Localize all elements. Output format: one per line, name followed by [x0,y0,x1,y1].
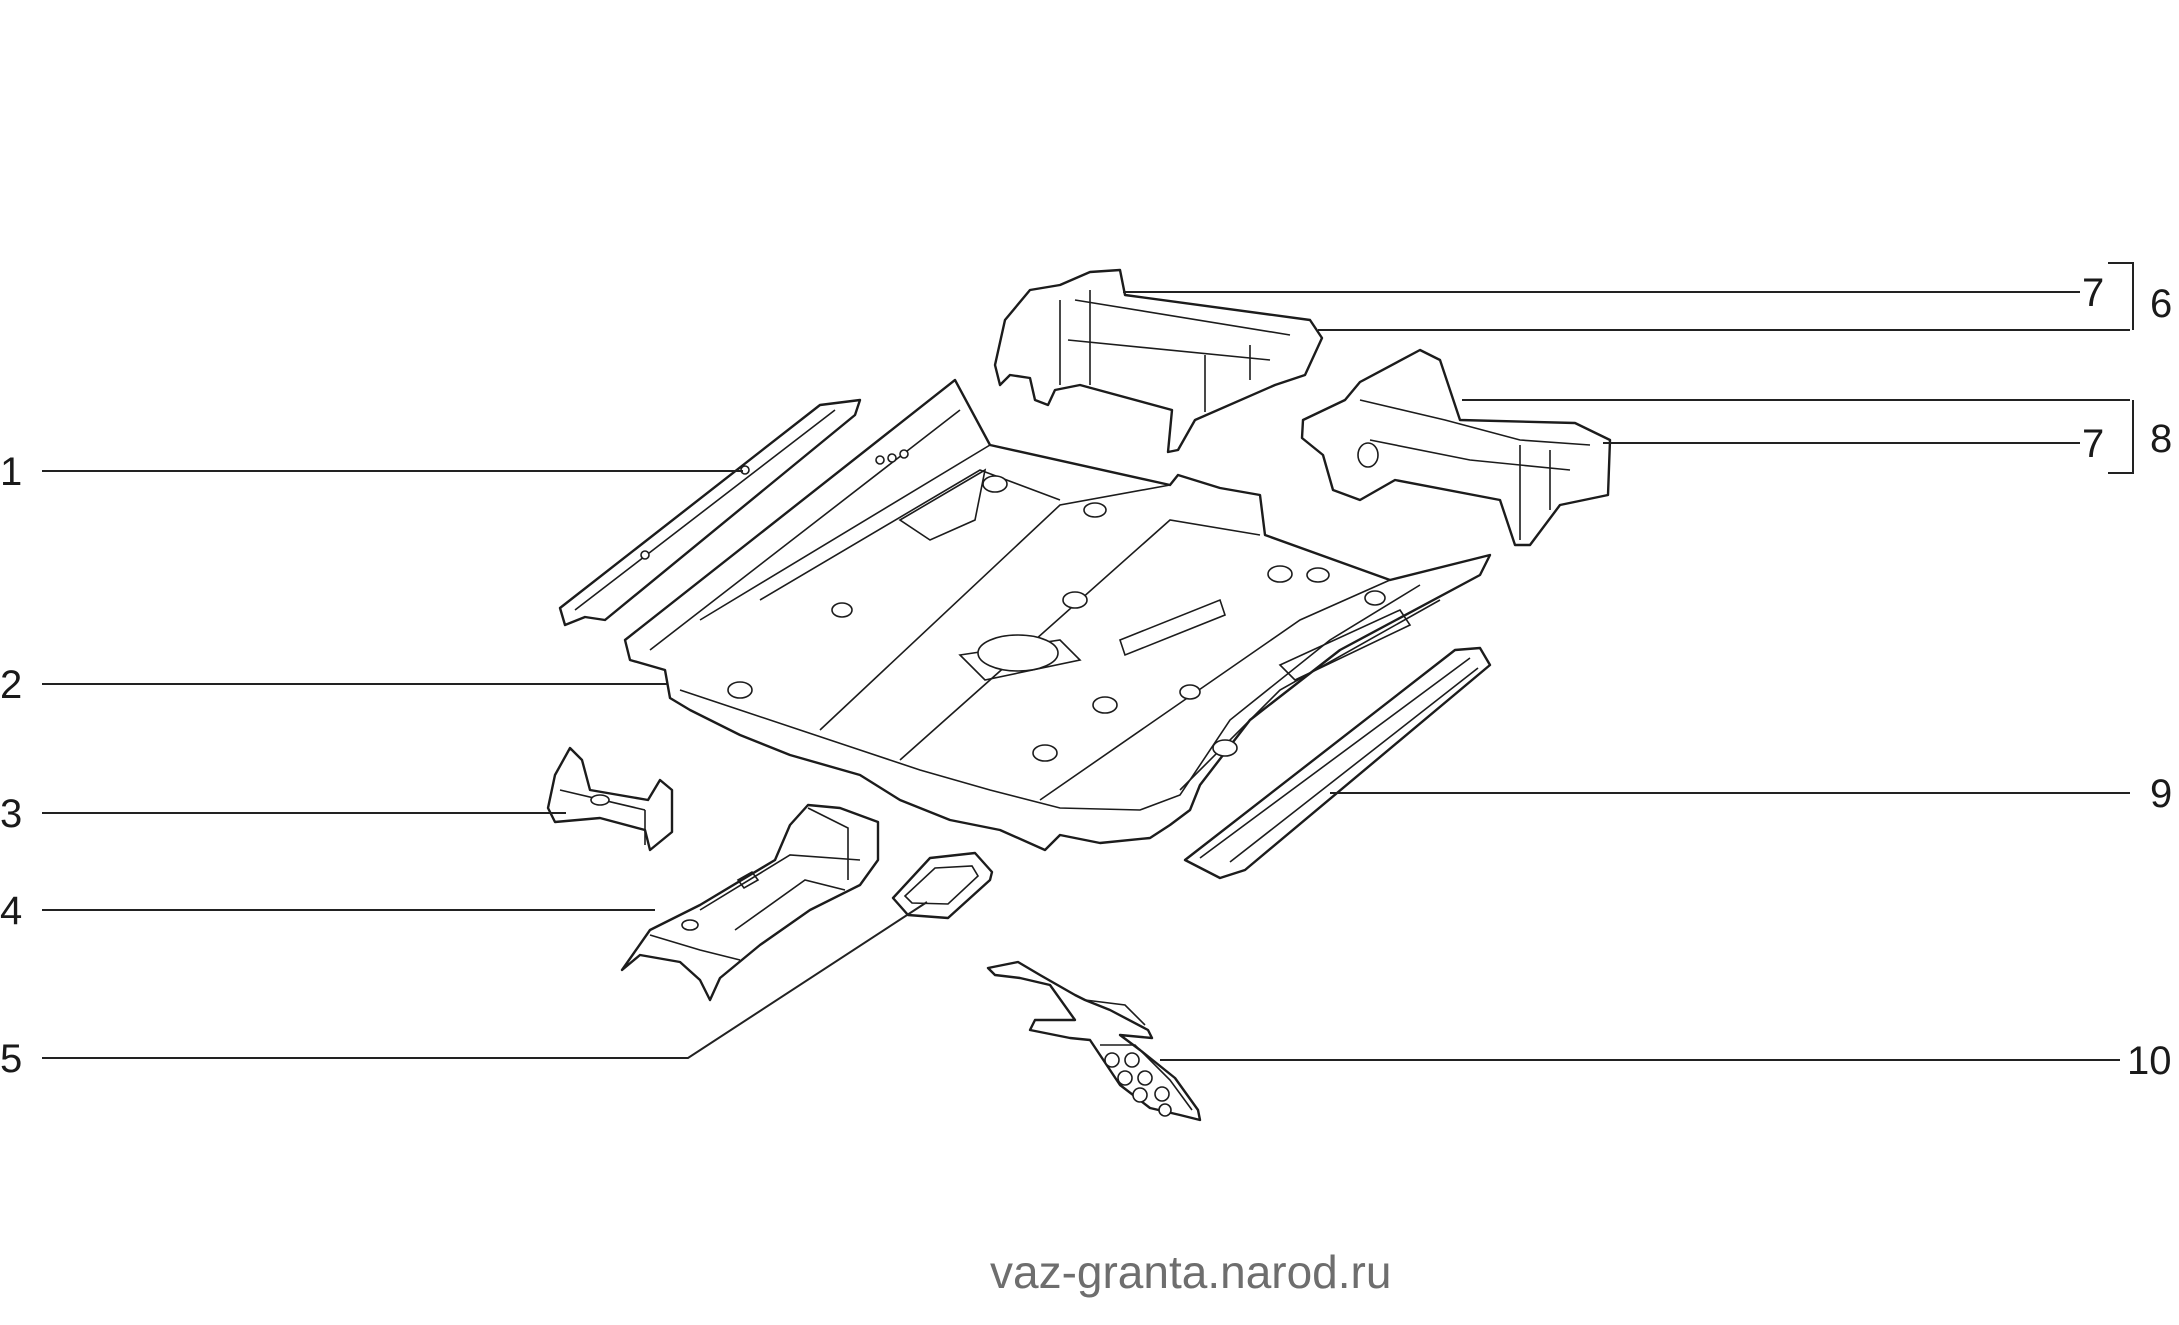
bracket-assembly-part [986,960,1202,1122]
callout-6: 6 [2150,282,2172,326]
leader-5 [42,901,928,1059]
side-rail-strip-part [558,398,862,627]
small-bracket-part [546,746,674,852]
bracket-6 [2108,262,2134,330]
watermark-text: vaz-granta.narod.ru [990,1246,1391,1298]
bracket-8 [2108,400,2134,474]
callout-9: 9 [2150,772,2172,816]
leader-lines [42,262,2134,1061]
callout-5: 5 [0,1037,22,1081]
floor-panel-part [623,378,1492,852]
sill-rail-strip-part [1183,646,1492,880]
callout-4: 4 [0,889,22,933]
callout-10: 10 [2127,1039,2172,1083]
callout-7-top: 7 [2082,271,2104,315]
callout-3: 3 [0,792,22,836]
callout-8: 8 [2150,417,2172,461]
front-crossmember-part [993,268,1324,454]
callout-2: 2 [0,663,22,707]
callout-7-bottom: 7 [2082,422,2104,466]
tunnel-reinforcement-part [620,803,880,1002]
cover-plate-part [891,851,994,920]
callout-1: 1 [0,450,22,494]
rear-crossmember-part [1300,348,1612,547]
callout-labels: 1 2 3 4 5 7 6 7 8 9 10 [0,271,2172,1083]
